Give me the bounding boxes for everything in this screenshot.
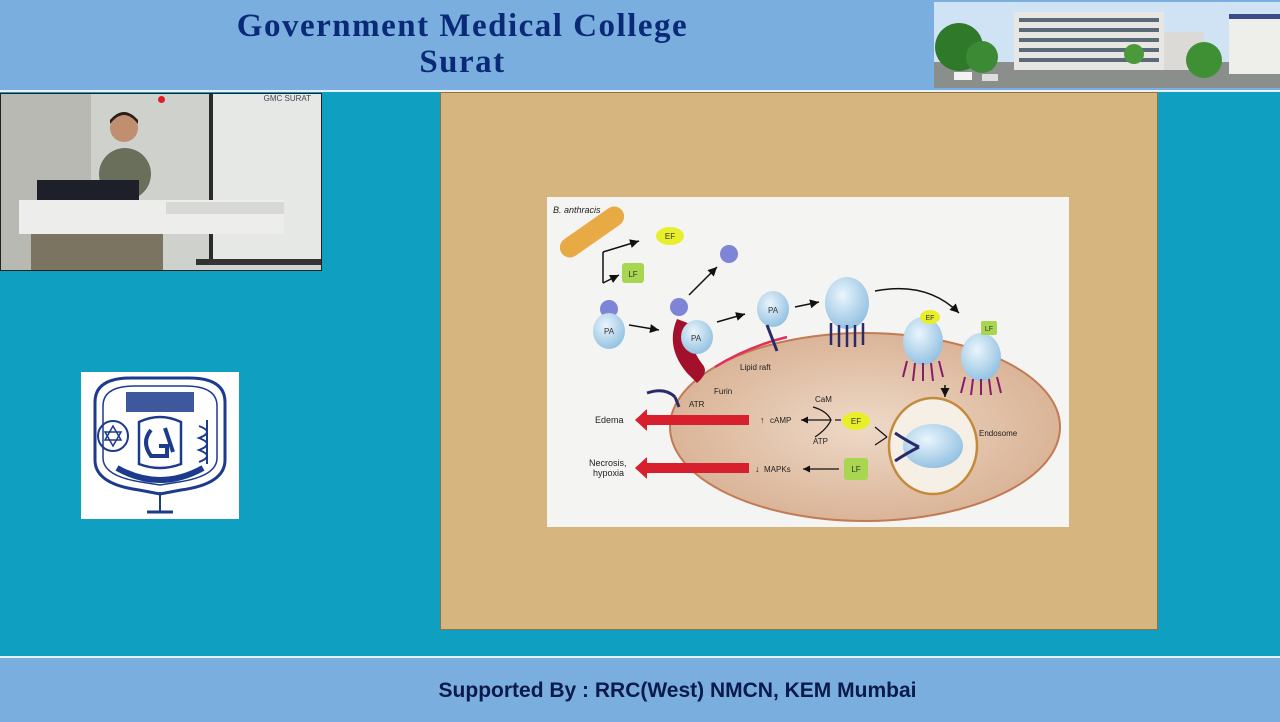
header-banner: Government Medical College Surat: [0, 0, 1280, 92]
mapks-label: MAPKs: [764, 465, 791, 474]
organism-label: B. anthracis: [553, 205, 601, 215]
necrosis-label: Necrosis,: [589, 458, 627, 468]
ef-label-pore: EF: [926, 315, 935, 322]
atr-label: ATR: [689, 400, 705, 409]
bacterium-icon: [559, 206, 625, 258]
recording-indicator-icon: [158, 96, 165, 103]
video-watermark: GMC SURAT: [263, 94, 311, 103]
lf-label-pore: LF: [985, 326, 993, 333]
ef-label-cytosol: EF: [851, 417, 861, 426]
footer-banner: Supported By : RRC(West) NMCN, KEM Mumba…: [0, 656, 1280, 722]
endosome-label: Endosome: [979, 429, 1018, 438]
pa-label-2: PA: [691, 334, 702, 343]
lf-label-cytosol: LF: [851, 465, 860, 474]
lecturer-video-feed: GMC SURAT: [0, 93, 322, 271]
edema-label: Edema: [595, 415, 624, 425]
svg-text:↑: ↑: [760, 415, 765, 425]
furin-label: Furin: [714, 387, 732, 396]
camp-label: cAMP: [770, 416, 791, 425]
college-city: Surat: [419, 44, 506, 80]
cam-label: CaM: [815, 395, 832, 404]
anthrax-toxin-diagram: B. anthracis EF LF PA PA Lipid raft Furi…: [547, 197, 1069, 527]
college-logo: [81, 372, 239, 519]
pa-label-1: PA: [604, 327, 615, 336]
supported-by-text: Supported By : RRC(West) NMCN, KEM Mumba…: [438, 679, 917, 702]
college-title: Government Medical College: [236, 8, 689, 44]
svg-text:↓: ↓: [755, 464, 760, 474]
campus-photo: [934, 2, 1280, 88]
atp-label: ATP: [813, 437, 828, 446]
lf-label-top: LF: [628, 270, 637, 279]
pa-label-3: PA: [768, 306, 779, 315]
hypoxia-label: hypoxia: [593, 468, 624, 478]
ef-label-top: EF: [665, 232, 675, 241]
lipid-raft-label: Lipid raft: [740, 363, 771, 372]
